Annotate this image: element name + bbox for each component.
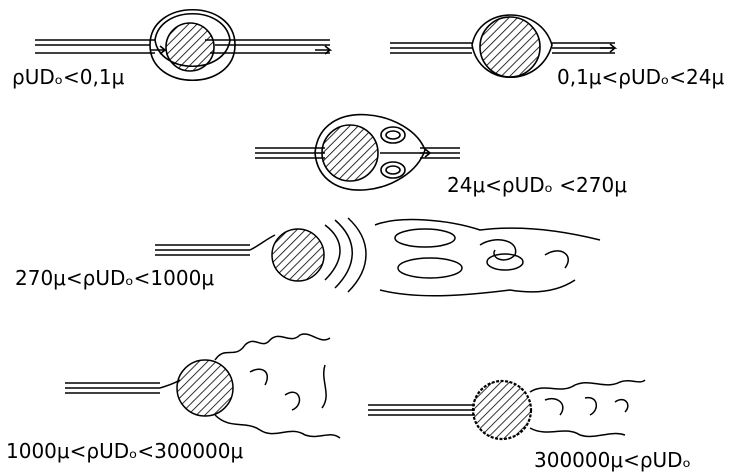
swirl: [250, 369, 267, 385]
cylinder: [272, 229, 324, 281]
panel-twin-vortices: [255, 115, 460, 190]
wake-arc: [325, 225, 340, 280]
vortex-loop: [395, 229, 455, 247]
streamline: [250, 235, 275, 250]
flow-arrow: [600, 44, 615, 52]
panel-fully-turbulent: [368, 380, 645, 439]
cylinder: [473, 381, 531, 439]
turbulent-edge: [215, 415, 340, 438]
vortex-lower-inner: [386, 166, 400, 174]
cylinder: [480, 17, 540, 77]
wake-arc: [348, 218, 366, 292]
regime-label-1: ρUDₒ<0,1μ: [12, 67, 124, 87]
wake-eddy: [545, 251, 568, 268]
cylinder: [166, 23, 214, 71]
regime-label-4: 270μ<ρUDₒ<1000μ: [15, 268, 214, 288]
regime-label-2: 0,1μ<ρUDₒ<24μ: [557, 67, 724, 87]
wake-eddy: [480, 240, 516, 260]
vortex-loop: [487, 254, 523, 270]
vortex-lower: [381, 162, 405, 178]
swirl: [322, 365, 326, 408]
swirl: [545, 399, 563, 415]
vortex-loop: [398, 258, 462, 278]
turbulent-edge: [530, 428, 625, 436]
panel-turbulent-wake: [65, 334, 340, 438]
vortex-upper: [381, 127, 405, 143]
wake-arc: [335, 220, 352, 288]
cylinder: [177, 360, 233, 416]
cylinder: [322, 125, 378, 181]
panel-vortex-street: [155, 218, 600, 296]
swirl: [615, 400, 628, 412]
regime-label-3: 24μ<ρUDₒ <270μ: [447, 175, 627, 195]
regime-label-6: 300000μ<ρUDₒ: [534, 450, 691, 470]
turbulent-edge: [215, 334, 330, 360]
regime-label-5: 1000μ<ρUDₒ<300000μ: [6, 441, 243, 461]
turbulent-edge: [530, 380, 645, 392]
swirl: [585, 398, 596, 415]
vortex-upper-inner: [386, 131, 400, 139]
swirl: [285, 392, 299, 410]
